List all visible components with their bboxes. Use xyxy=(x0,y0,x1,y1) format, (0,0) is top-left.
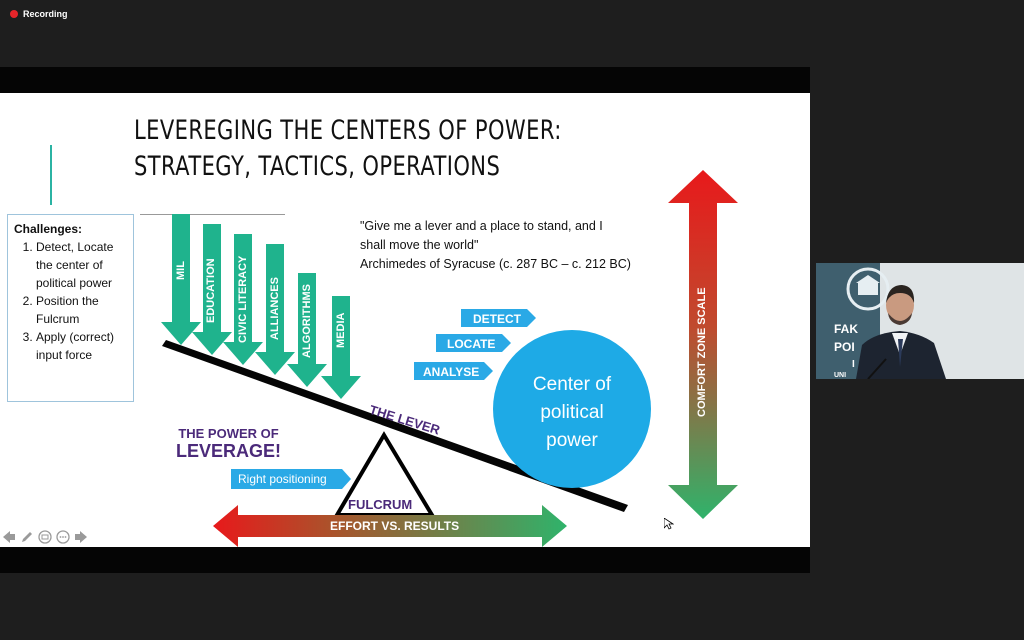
comfort-zone-label: COMFORT ZONE SCALE xyxy=(696,287,708,417)
power-of-label: THE POWER OF xyxy=(178,426,279,441)
down-arrow-education xyxy=(192,224,232,355)
locate-tag xyxy=(436,334,511,352)
title-divider xyxy=(140,214,285,215)
down-arrow-alliances xyxy=(255,244,295,375)
locate-label: LOCATE xyxy=(447,337,496,351)
record-dot-icon xyxy=(10,10,18,18)
power-of-leverage: THE POWER OF LEVERAGE! xyxy=(176,426,281,462)
next-slide-icon[interactable] xyxy=(74,530,88,544)
challenges-list: Detect, Locate the center of political p… xyxy=(14,238,127,364)
center-line-1: Center of xyxy=(532,374,612,395)
center-line-2: political xyxy=(540,402,604,423)
arrow-label-education: EDUCATION xyxy=(205,258,217,323)
challenges-box: Challenges: Detect, Locate the center of… xyxy=(7,214,134,402)
detect-label: DETECT xyxy=(473,312,521,326)
challenges-heading: Challenges: xyxy=(14,222,83,236)
slide-title: LEVEREGING THE CENTERS OF POWER: STRATEG… xyxy=(134,113,562,185)
down-arrow-civic-literacy xyxy=(223,234,263,365)
down-arrow-mil xyxy=(161,214,201,345)
comfort-zone-arrow xyxy=(668,170,738,519)
mouse-pointer-icon xyxy=(664,518,674,530)
center-circle xyxy=(493,330,651,488)
quote-line-1: "Give me a lever and a place to stand, a… xyxy=(360,219,603,233)
title-line-1: LEVEREGING THE CENTERS OF POWER: xyxy=(134,115,562,146)
recording-label: Recording xyxy=(23,9,68,19)
presentation-slide: LEVEREGING THE CENTERS OF POWER: STRATEG… xyxy=(0,93,810,547)
arrow-label-media: MEDIA xyxy=(335,312,347,348)
sign-text-3: I xyxy=(852,359,855,370)
speaker-video-frame: FAK POI I UNI xyxy=(816,263,1024,379)
challenge-item: Detect, Locate the center of political p… xyxy=(36,238,127,292)
center-line-3: power xyxy=(546,430,598,451)
pen-icon[interactable] xyxy=(20,530,34,544)
arrow-label-mil: MIL xyxy=(175,261,187,280)
sign-text-1: FAK xyxy=(834,322,858,336)
analyse-label: ANALYSE xyxy=(423,365,480,379)
leverage-label: LEVERAGE! xyxy=(176,441,282,461)
arrow-label-alliances: ALLIANCES xyxy=(269,277,281,340)
speaker-video-tile[interactable]: FAK POI I UNI xyxy=(816,263,1024,379)
slide-toolbar xyxy=(2,530,88,544)
arrow-label-civic-literacy: CIVIC LITERACY xyxy=(237,255,249,343)
effort-results-arrow xyxy=(213,505,567,547)
challenge-item: Apply (correct) input force xyxy=(36,328,127,364)
more-icon[interactable] xyxy=(56,530,70,544)
detect-tag xyxy=(461,309,536,327)
archimedes-quote: "Give me a lever and a place to stand, a… xyxy=(360,217,680,274)
lever-bar xyxy=(162,340,628,512)
quote-line-2: shall move the world" xyxy=(360,238,479,252)
sign-text-2: POI xyxy=(834,340,855,354)
sign-text-4: UNI xyxy=(834,372,846,379)
arrow-label-algorithms: ALGORITHMS xyxy=(301,284,313,358)
fulcrum-label: FULCRUM xyxy=(348,497,413,512)
title-line-2: STRATEGY, TACTICS, OPERATIONS xyxy=(134,151,501,182)
center-label: Center of political power xyxy=(502,371,642,455)
quote-attribution: Archimedes of Syracuse (c. 287 BC – c. 2… xyxy=(360,257,631,271)
prev-slide-icon[interactable] xyxy=(2,530,16,544)
recording-indicator: Recording xyxy=(10,9,68,19)
challenge-item: Position the Fulcrum xyxy=(36,292,127,328)
down-arrow-algorithms xyxy=(287,273,327,387)
effort-results-label: EFFORT VS. RESULTS xyxy=(330,519,460,533)
right-positioning-label: Right positioning xyxy=(238,472,327,486)
slide-diagram xyxy=(161,170,738,547)
accent-line xyxy=(50,145,52,205)
analyse-tag xyxy=(414,362,493,380)
right-positioning-tag xyxy=(231,469,351,489)
slides-icon[interactable] xyxy=(38,530,52,544)
down-arrow-media xyxy=(321,296,361,399)
